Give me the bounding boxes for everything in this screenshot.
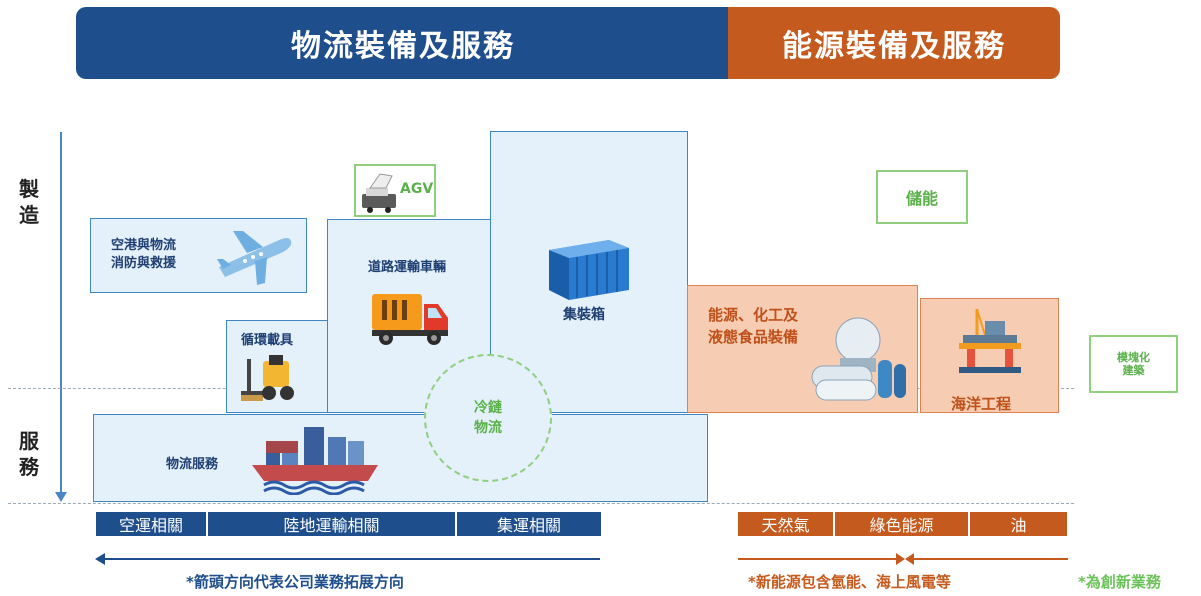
agv-label: AGV — [400, 181, 434, 197]
energy-header: 能源裝備及服務 — [728, 7, 1060, 79]
offshore-engineering-box: 海洋工程 — [920, 298, 1059, 413]
axis-label-service: 服 務 — [19, 429, 39, 479]
cold-chain-label: 冷鏈 物流 — [474, 400, 502, 436]
recycle-carrier-box: 循環載具 — [226, 320, 329, 413]
modular-building-box: 模塊化 建築 — [1089, 335, 1178, 393]
arrow-left-orange-icon — [905, 553, 914, 565]
agv-robot-icon — [362, 173, 396, 213]
axis-label-manufacturing: 製 造 — [19, 177, 39, 227]
category-gas: 天然氣 — [738, 512, 833, 536]
divider-bottom — [8, 503, 1074, 504]
airport-logistics-box: 空港與物流 消防與救援 — [90, 218, 307, 293]
category-air: 空運相關 — [96, 512, 206, 536]
note-arrow-direction: *箭頭方向代表公司業務拓展方向 — [186, 573, 404, 591]
expansion-arrow-line-orange-right — [913, 558, 1068, 560]
forklift-icon — [241, 355, 294, 401]
energy-chemical-label: 能源、化工及 液態食品裝備 — [708, 306, 799, 346]
note-innovation: *為創新業務 — [1078, 573, 1161, 591]
offshore-engineering-label: 海洋工程 — [951, 395, 1012, 413]
category-land: 陸地運輸相關 — [208, 512, 455, 536]
category-green-energy: 綠色能源 — [835, 512, 968, 536]
energy-chemical-box: 能源、化工及 液態食品裝備 — [687, 285, 918, 413]
recycle-carrier-label: 循環載具 — [241, 333, 294, 348]
airport-logistics-label: 空港與物流 消防與救援 — [111, 238, 177, 271]
agv-box: AGV — [354, 164, 436, 217]
road-vehicle-label: 道路運輸車輛 — [368, 260, 447, 275]
arrow-right-icon — [896, 553, 905, 565]
modular-building-label: 模塊化 建築 — [1117, 351, 1150, 377]
axis-line — [60, 132, 62, 494]
truck-icon — [372, 294, 448, 345]
offshore-platform-icon — [959, 308, 1021, 373]
logistics-service-box: 物流服務 — [93, 414, 708, 502]
cold-chain-circle: 冷鏈 物流 — [424, 354, 552, 482]
axis-arrow-down-icon — [55, 492, 67, 502]
container-icon — [549, 240, 629, 300]
airplane-icon — [217, 231, 292, 285]
expansion-arrow-line-orange-left — [738, 558, 898, 560]
category-sea: 集運相關 — [457, 512, 601, 536]
arrow-left-icon — [95, 553, 105, 565]
logistics-service-label: 物流服務 — [166, 457, 219, 472]
container-label: 集裝箱 — [563, 307, 605, 323]
tanks-icon — [811, 317, 906, 401]
energy-storage-label: 儲能 — [905, 189, 938, 208]
energy-storage-box: 儲能 — [876, 170, 968, 224]
ship-icon — [252, 427, 378, 495]
expansion-arrow-line-blue — [104, 558, 600, 560]
note-new-energy: *新能源包含氫能、海上風電等 — [748, 573, 951, 591]
logistics-header: 物流裝備及服務 — [76, 7, 730, 79]
category-oil: 油 — [970, 512, 1067, 536]
